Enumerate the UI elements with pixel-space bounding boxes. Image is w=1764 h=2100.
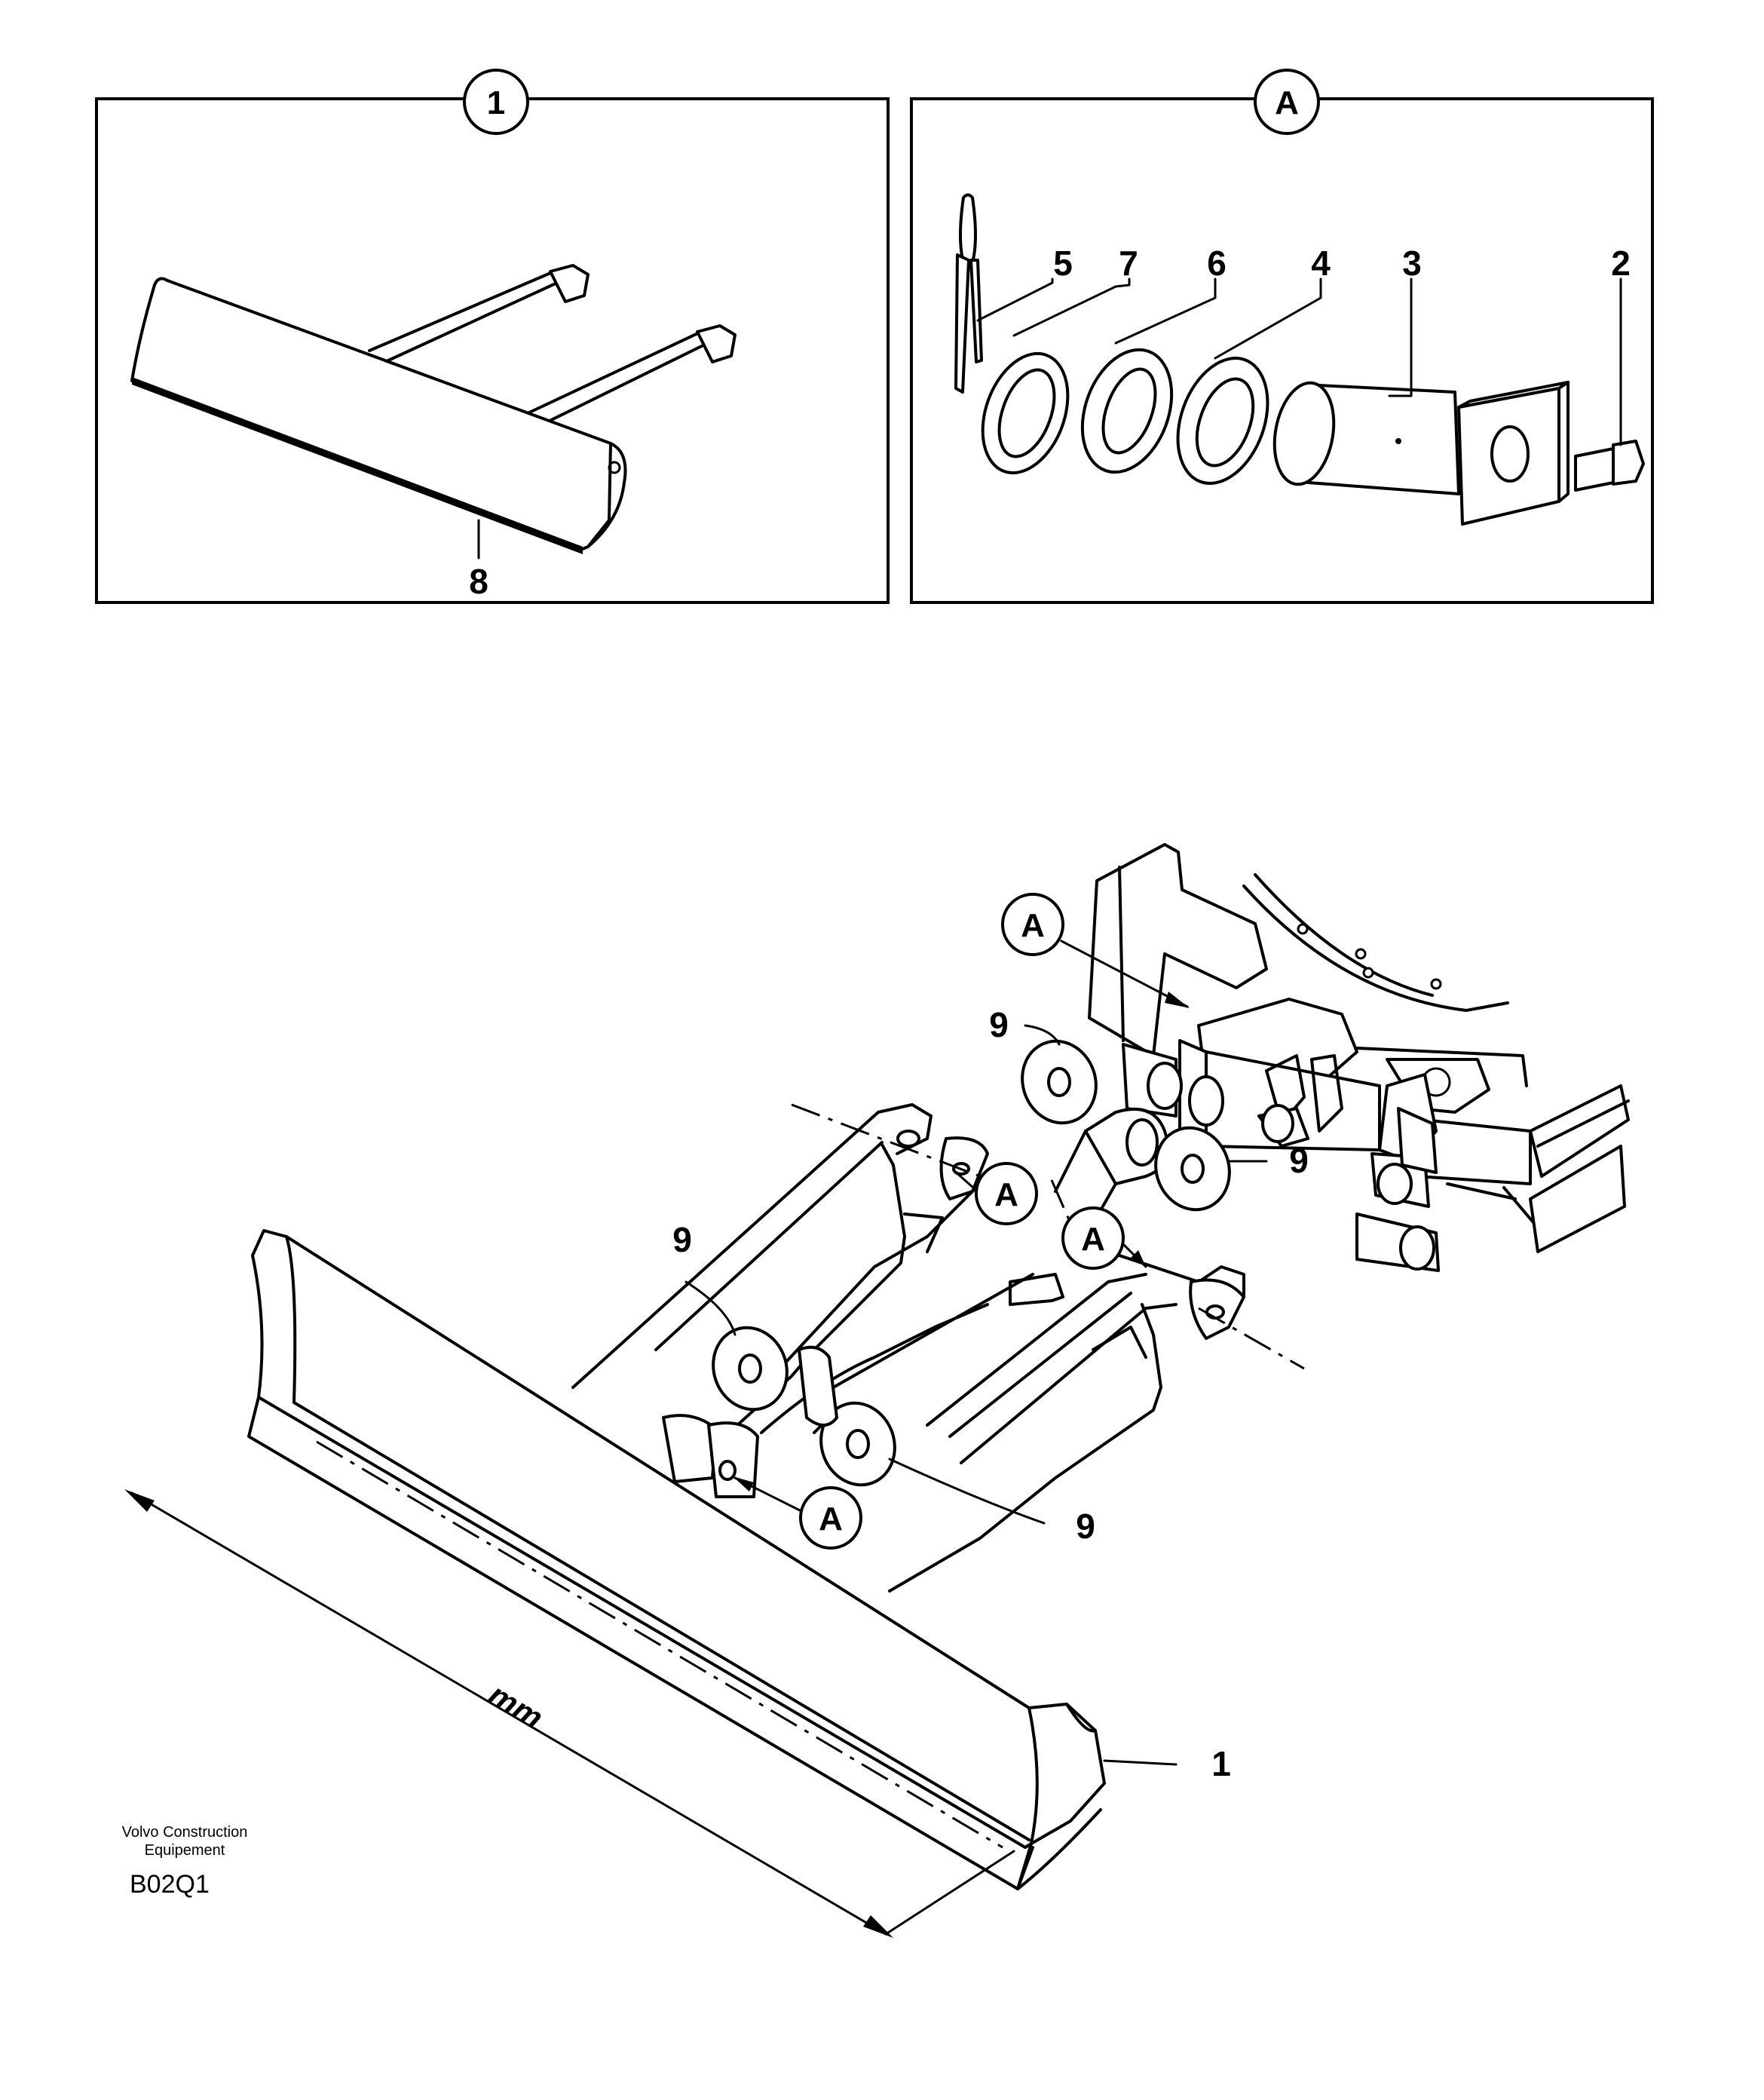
manufacturer-credit: Volvo Construction Equipement: [90, 1823, 279, 1859]
ref-A-blade-pivot: A: [733, 1476, 862, 1550]
ref-A-label-3: A: [1081, 1221, 1105, 1258]
panel-blade-detail: 1 8: [95, 69, 890, 604]
callout-7: 7: [1119, 244, 1138, 283]
callout-4: 4: [1311, 244, 1331, 283]
cutting-edge-strip: [132, 377, 583, 554]
blade-push-arms: [368, 264, 737, 424]
grease-nipple-icon: [1574, 440, 1645, 492]
panel-A-label: A: [1275, 84, 1299, 121]
washer-7-icon: [981, 351, 1070, 475]
washer-9-upper-right: [1154, 1126, 1231, 1212]
undercarriage-frame: [1088, 843, 1630, 1272]
ref-A-left-arm: A: [952, 1162, 1038, 1225]
ref-A-frame: A: [1001, 893, 1190, 1008]
panel-1-badge: 1: [463, 69, 529, 135]
washer-9-lower-right: [819, 1401, 896, 1487]
ref-A-label-2: A: [994, 1176, 1018, 1213]
manufacturer-line-1: Volvo Construction: [121, 1824, 248, 1841]
washer-4-icon: [1176, 357, 1269, 485]
ref-A-right-arm: A: [1061, 1206, 1147, 1270]
dimension-label: mm: [482, 1676, 549, 1736]
washer-9-upper-left: [1021, 1039, 1098, 1125]
ref-A-label-1: A: [1021, 907, 1045, 944]
push-frame: [571, 1103, 1245, 1593]
split-pin-icon: [954, 193, 983, 394]
callout-5: 5: [1053, 244, 1073, 283]
panel-pin-detail: A: [910, 69, 1654, 604]
blade-clevis: [662, 1345, 838, 1498]
callout-9-lower-left: 9: [672, 1220, 692, 1259]
callout-1: 1: [1211, 1744, 1231, 1783]
panel-1-label: 1: [487, 84, 505, 121]
ref-A-label-4: A: [819, 1501, 843, 1537]
pivot-pin-icon: [1272, 381, 1570, 526]
callout-9-upper-right: 9: [1289, 1141, 1309, 1180]
callout-9-lower-right: 9: [1076, 1507, 1095, 1546]
main-exploded-view: mm 1 9 9 9 9 A A A: [124, 843, 1630, 1938]
callout-8: 8: [469, 562, 488, 601]
callout-3: 3: [1402, 244, 1422, 283]
callout-6: 6: [1207, 244, 1227, 283]
blade-detail-outline: [130, 277, 627, 550]
washer-6-icon: [1080, 348, 1174, 474]
panel-A-badge: A: [1254, 69, 1320, 135]
manufacturer-line-2: Equipement: [144, 1842, 225, 1859]
center-link: [1054, 1107, 1170, 1238]
dozer-blade: [247, 1229, 1106, 1890]
callout-9-upper-left: 9: [989, 1005, 1009, 1044]
drawing-code: B02Q1: [130, 1870, 210, 1899]
callout-2: 2: [1611, 244, 1631, 283]
washer-9-lower-left: [712, 1326, 789, 1412]
